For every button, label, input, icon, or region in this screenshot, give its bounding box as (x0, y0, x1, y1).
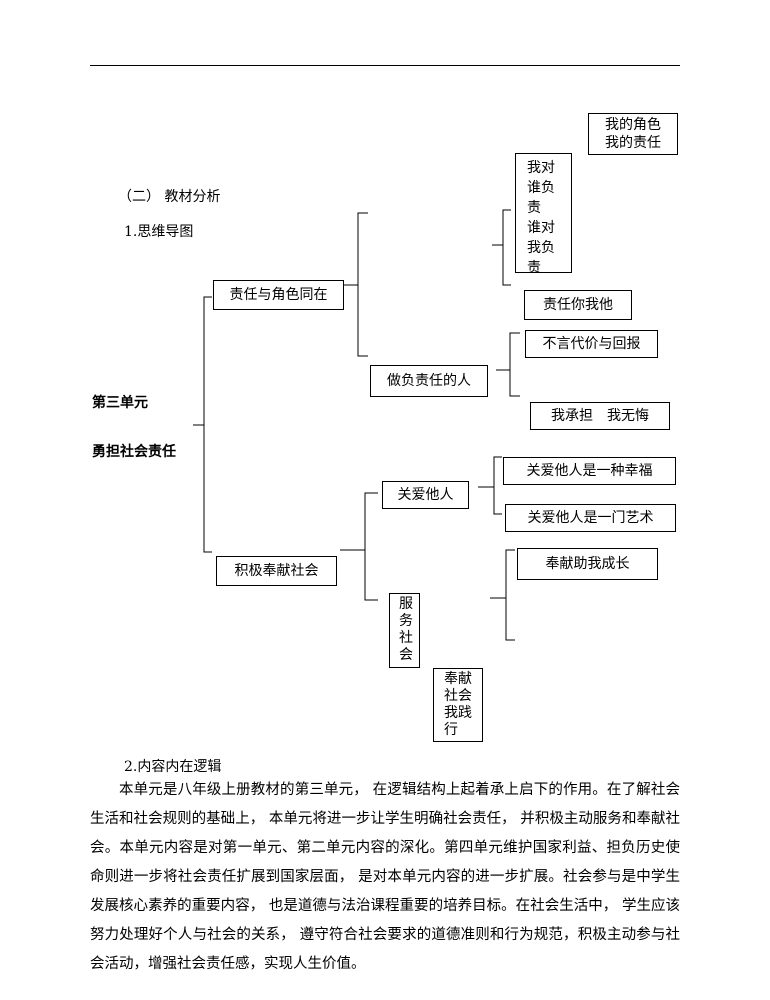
logic-paragraph: 本单元是八年级上册教材的第三单元， 在逻辑结构上起着承上启下的作用。在了解社会生… (90, 782, 680, 972)
node-care: 关爱他人 (382, 481, 469, 509)
role-bracket (344, 212, 368, 357)
care-bracket (478, 456, 502, 515)
who-line: 谁对 (527, 220, 555, 236)
unit-title: 勇担社会责任 (92, 444, 176, 460)
node-serve-society: 服 务 社 会 (389, 593, 420, 668)
node-my-role-line2: 我的责任 (605, 135, 661, 151)
node-care-art: 关爱他人是一门艺术 (505, 504, 676, 532)
dedicate-line: 行 (444, 722, 458, 738)
who-bracket (492, 209, 511, 286)
node-dedicate-act: 奉献 社会 我践 行 (433, 668, 483, 742)
root-bracket (193, 296, 212, 553)
who-line: 责 (527, 200, 541, 216)
node-responsible-person: 做负责任的人 (370, 365, 488, 397)
node-dedicate-grow: 奉献助我成长 (517, 548, 658, 580)
node-active: 积极奉献社会 (216, 556, 337, 586)
person-bracket (496, 332, 520, 397)
node-my-role-line1: 我的角色 (605, 117, 661, 133)
dedicate-line: 奉献 (444, 671, 472, 687)
unit-label: 第三单元 (92, 395, 148, 411)
serve-line: 务 (399, 613, 413, 629)
dedicate-line: 我践 (444, 705, 472, 721)
who-line: 谁负 (527, 180, 555, 196)
node-my-role: 我的角色 我的责任 (588, 113, 678, 155)
active-bracket (340, 492, 378, 601)
node-no-regret: 我承担 我无悔 (530, 402, 670, 430)
serve-line: 社 (399, 630, 413, 646)
logic-title: 2.内容内在逻辑 (124, 759, 222, 775)
header-rule (90, 65, 680, 66)
who-line: 我负 (527, 240, 555, 256)
who-line: 责 (527, 260, 541, 276)
node-you-me: 责任你我他 (524, 290, 632, 320)
section-heading: （二） 教材分析 (118, 189, 221, 205)
node-role: 责任与角色同在 (213, 280, 344, 310)
who-line: 我对 (527, 160, 555, 176)
node-no-return: 不言代价与回报 (525, 330, 658, 358)
node-who-responsible: 我对 谁负 责 谁对 我负 责 (515, 153, 572, 276)
dedicate-line: 社会 (444, 688, 472, 704)
mindmap-title: 1.思维导图 (124, 224, 194, 240)
node-care-happy: 关爱他人是一种幸福 (503, 457, 676, 485)
serve-line: 服 (399, 596, 413, 612)
serve-line: 会 (399, 647, 413, 663)
serve-bracket (490, 549, 515, 641)
